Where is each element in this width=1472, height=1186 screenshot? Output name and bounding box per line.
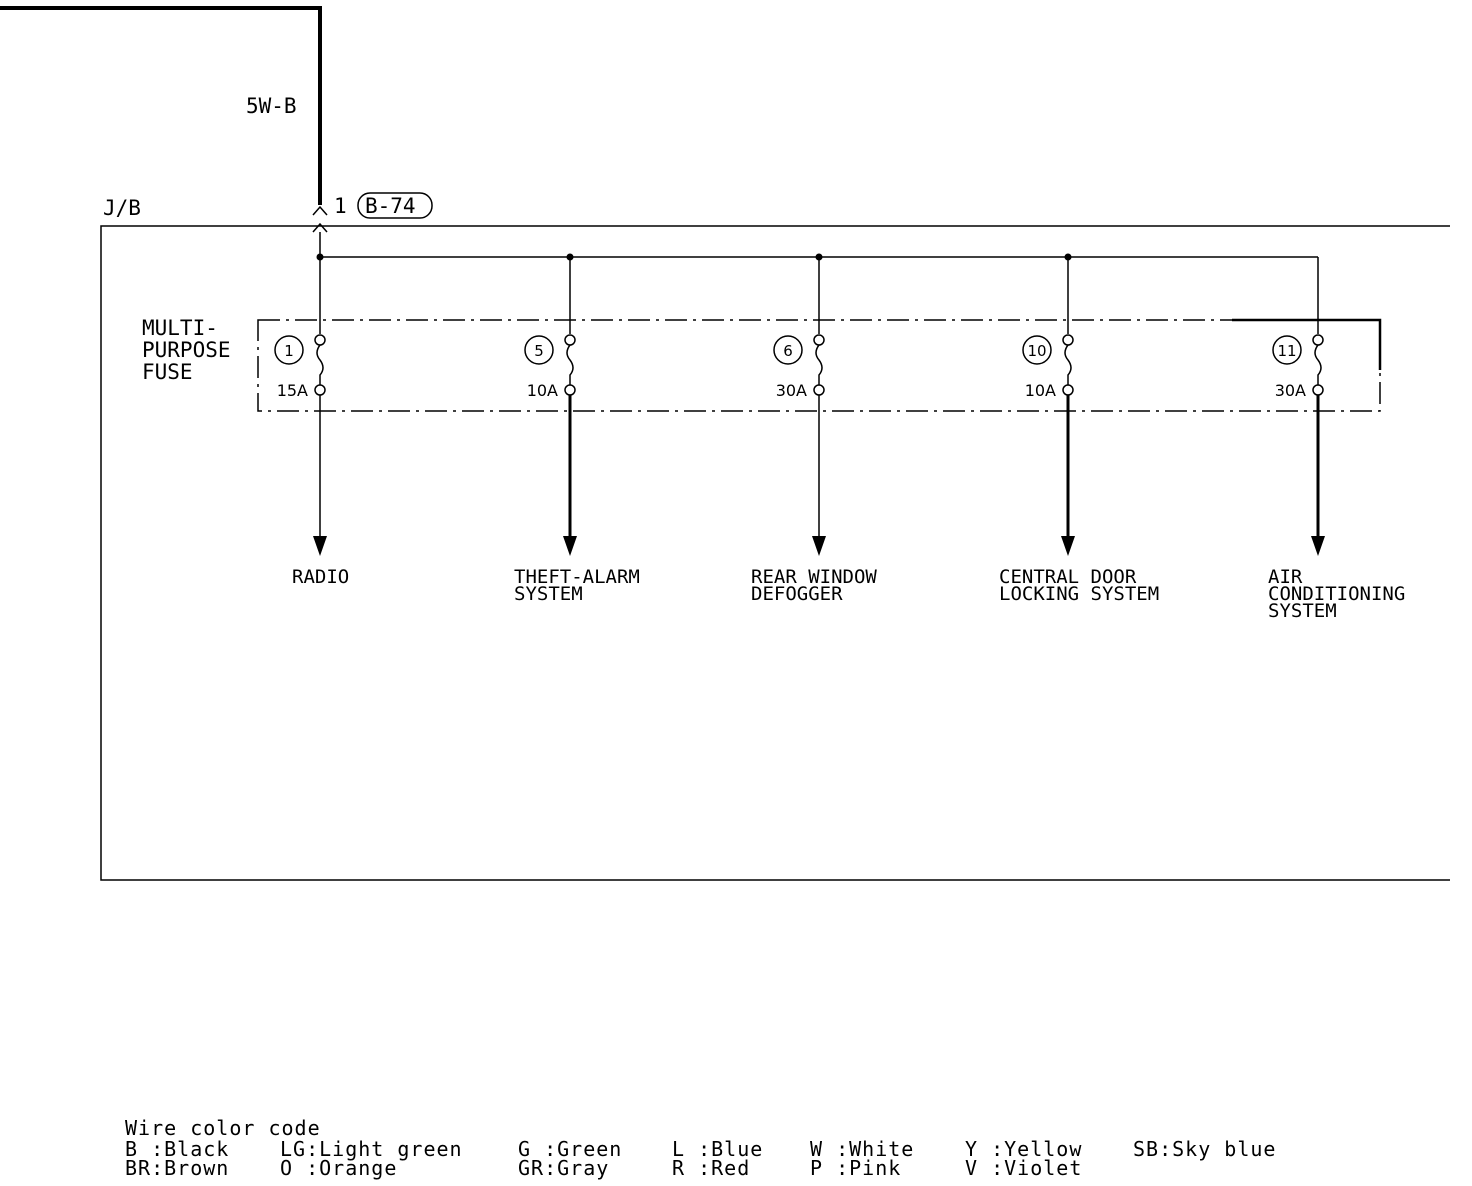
fuse-block-label: MULTI- PURPOSE FUSE — [142, 316, 243, 384]
fuse-number: 10 — [1027, 342, 1046, 360]
arrow-down-icon — [1311, 536, 1325, 556]
connector-symbol — [312, 205, 328, 233]
fuse-terminal — [564, 334, 576, 346]
fuse-terminal — [1062, 334, 1074, 346]
legend-entry: O :Orange — [280, 1156, 397, 1180]
fuse-terminal — [1312, 384, 1324, 396]
fuse-number-circle — [773, 335, 803, 365]
fuse-number-circle — [274, 335, 304, 365]
fuse-block-label-line: PURPOSE — [142, 338, 231, 362]
legend-entry: P :Pink — [810, 1156, 901, 1180]
fuse-terminal — [813, 384, 825, 396]
load-label: AIR — [1268, 566, 1303, 588]
fuse-element — [316, 344, 324, 385]
fuse-number: 6 — [783, 342, 793, 360]
connector-id-box — [357, 192, 433, 219]
fuse-number: 1 — [284, 342, 294, 360]
legend-entry: R :Red — [672, 1156, 750, 1180]
fuse-rating: 30A — [776, 381, 807, 400]
connector-pin: 1 — [334, 194, 347, 218]
fuse-rating: 15A — [277, 381, 308, 400]
load-label: SYSTEM — [514, 583, 583, 605]
load-label: SYSTEM — [1268, 600, 1337, 622]
load-label: DEFOGGER — [751, 583, 843, 605]
fuse-rating: 10A — [1025, 381, 1056, 400]
fuse-element — [815, 344, 823, 385]
fuse-terminal — [314, 334, 326, 346]
fuse-rating: 30A — [1275, 381, 1306, 400]
legend-entry: B :Black — [125, 1137, 229, 1161]
load-label: CENTRAL DOOR — [999, 566, 1137, 588]
fuse-element — [1064, 344, 1072, 385]
legend-entry: BR:Brown — [125, 1156, 229, 1180]
arrow-down-icon — [1061, 536, 1075, 556]
fuse-element — [1314, 344, 1322, 385]
arrow-down-icon — [563, 536, 577, 556]
fuse-terminal — [1062, 384, 1074, 396]
fuse-terminal — [314, 384, 326, 396]
legend-entry: LG:Light green — [280, 1137, 463, 1161]
junction-block-outline — [100, 225, 1450, 881]
arrow-down-icon — [812, 536, 826, 556]
fuse-number-circle — [524, 335, 554, 365]
load-label: LOCKING SYSTEM — [999, 583, 1159, 605]
fuse-number-circle — [1022, 335, 1052, 365]
legend-entry: SB:Sky blue — [1133, 1137, 1276, 1161]
wire-label: 5W-B — [246, 94, 297, 118]
legend-entry: G :Green — [518, 1137, 622, 1161]
legend-entry: GR:Gray — [518, 1156, 609, 1180]
junction-block-label: J/B — [103, 196, 141, 220]
fuse-number-circle — [1272, 335, 1302, 365]
fuse-block-label-line: MULTI- — [142, 316, 218, 340]
fuse-block-edge — [1232, 318, 1382, 370]
legend-entry: V :Violet — [965, 1156, 1082, 1180]
load-label: RADIO — [292, 566, 349, 588]
load-label: REAR WINDOW — [751, 566, 877, 588]
arrow-down-icon — [313, 536, 327, 556]
fuse-terminal — [813, 334, 825, 346]
fuse-1: 1 15A RADIO — [274, 253, 349, 588]
fuse-number: 11 — [1277, 342, 1296, 360]
fuse-rating: 10A — [527, 381, 558, 400]
feed-wire — [0, 6, 322, 205]
legend-title: Wire color code — [125, 1116, 321, 1140]
legend-entry: W :White — [810, 1137, 914, 1161]
load-label: THEFT-ALARM — [514, 566, 640, 588]
fuse-terminal — [564, 384, 576, 396]
legend-entry: L :Blue — [672, 1137, 763, 1161]
load-label: CONDITIONING — [1268, 583, 1405, 605]
fuse-block-label-line: FUSE — [142, 360, 193, 384]
fuse-number: 5 — [534, 342, 544, 360]
fuse-terminal — [1312, 334, 1324, 346]
fuse-element — [566, 344, 574, 385]
connector-id: B-74 — [365, 194, 416, 218]
legend-entry: Y :Yellow — [965, 1137, 1082, 1161]
